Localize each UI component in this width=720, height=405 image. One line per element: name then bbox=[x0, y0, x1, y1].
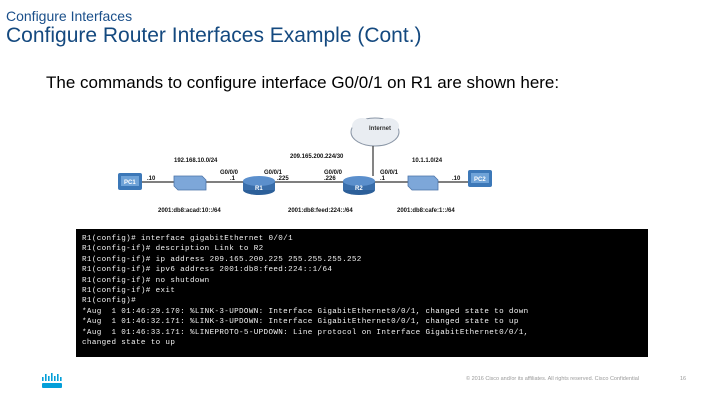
section-label: Configure Interfaces bbox=[6, 8, 133, 24]
pc1-icon bbox=[118, 173, 142, 190]
interface-label: G0/0/1 bbox=[380, 170, 399, 176]
intro-text: The commands to configure interface G0/0… bbox=[46, 73, 560, 92]
host-octet-label: .1 bbox=[380, 176, 386, 182]
switch-icon bbox=[173, 175, 207, 191]
terminal-line: *Aug 1 01:46:29.170: %LINK-3-UPDOWN: Int… bbox=[82, 307, 529, 316]
ipv6-network-label: 2001:db8:cafe:1::/64 bbox=[397, 208, 455, 214]
host-octet-label: .10 bbox=[147, 176, 156, 182]
interface-label: G0/0/0 bbox=[220, 170, 239, 176]
terminal-line: R1(config)# bbox=[82, 297, 136, 306]
ipv6-network-label: 2001:db8:acad:10::/64 bbox=[158, 208, 221, 214]
terminal-line: *Aug 1 01:46:32.171: %LINK-3-UPDOWN: Int… bbox=[82, 318, 519, 327]
cli-terminal: R1(config)# interface gigabitEthernet 0/… bbox=[76, 229, 648, 357]
network-label: 209.165.200.224/30 bbox=[290, 154, 344, 160]
ipv6-network-label: 2001:db8:feed:224::/64 bbox=[288, 208, 353, 214]
router-r1-icon bbox=[243, 176, 275, 195]
terminal-line: R1(config-if)# exit bbox=[82, 286, 176, 295]
host-octet-label: .1 bbox=[230, 176, 236, 182]
copyright-notice: © 2016 Cisco and/or its affiliates. All … bbox=[466, 376, 640, 382]
router-r2-icon bbox=[343, 176, 375, 195]
terminal-line: R1(config-if)# description Link to R2 bbox=[82, 245, 264, 254]
cisco-logo bbox=[40, 372, 70, 390]
terminal-line: *Aug 1 01:46:33.171: %LINEPROTO-5-UPDOWN… bbox=[82, 328, 529, 337]
cloud-label: Internet bbox=[369, 126, 392, 132]
terminal-line: R1(config)# interface gigabitEthernet 0/… bbox=[82, 235, 294, 243]
terminal-line: R1(config-if)# ipv6 address 2001:db8:fee… bbox=[82, 266, 333, 275]
internet-cloud-icon bbox=[350, 117, 400, 147]
interface-label: G0/0/1 bbox=[264, 170, 283, 176]
host-octet-label: .225 bbox=[277, 176, 289, 182]
host-octet-label: .10 bbox=[452, 176, 461, 182]
page-number: 16 bbox=[680, 376, 687, 382]
device-label: PC2 bbox=[474, 177, 486, 183]
network-label: 192.168.10.0/24 bbox=[174, 158, 218, 164]
host-octet-label: .226 bbox=[324, 176, 336, 182]
pc2-icon bbox=[468, 170, 492, 187]
network-label: 10.1.1.0/24 bbox=[412, 158, 443, 164]
terminal-line: changed state to up bbox=[82, 338, 176, 347]
topology-drawing bbox=[118, 117, 492, 195]
device-label: PC1 bbox=[124, 180, 136, 186]
interface-label: G0/0/0 bbox=[324, 170, 343, 176]
slide-title: Configure Router Interfaces Example (Con… bbox=[6, 24, 422, 47]
device-label: R1 bbox=[255, 186, 263, 192]
switch-icon bbox=[407, 175, 439, 191]
terminal-line: R1(config-if)# no shutdown bbox=[82, 276, 210, 285]
terminal-line: R1(config-if)# ip address 209.165.200.22… bbox=[82, 255, 362, 264]
device-label: R2 bbox=[355, 186, 363, 192]
network-topology: Internet 192.168.10.0/24 209.165.200.224… bbox=[112, 104, 492, 222]
